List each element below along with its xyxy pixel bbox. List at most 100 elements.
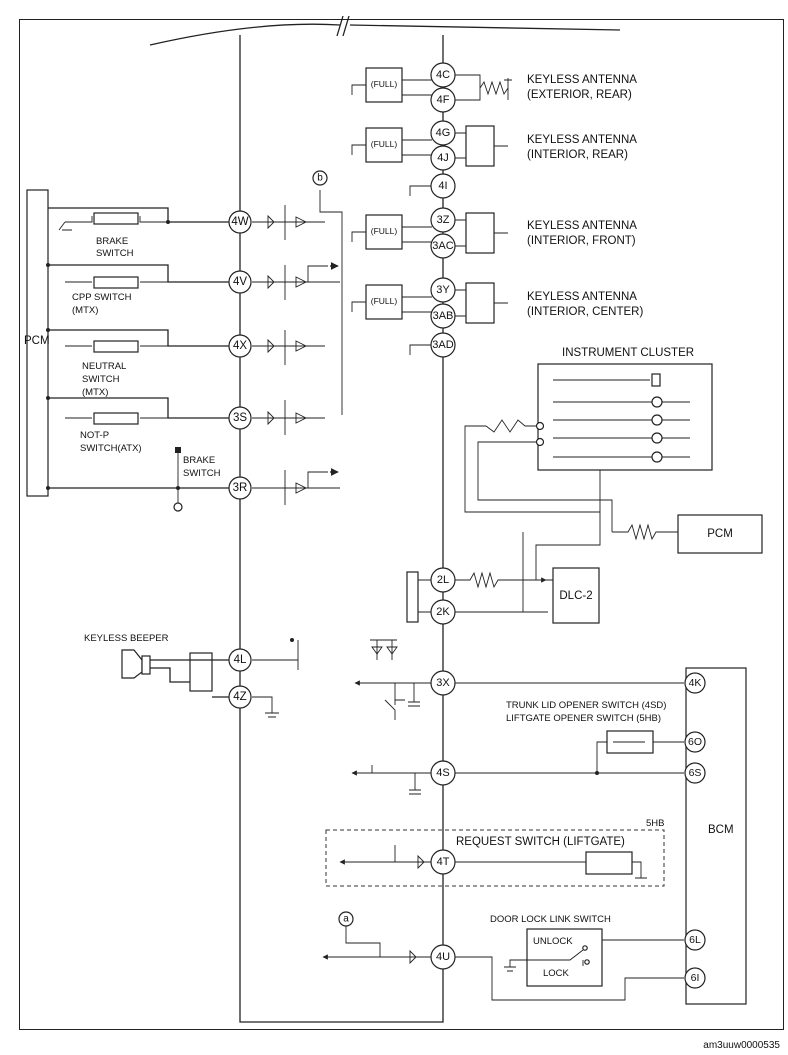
connector-2k-label: 2K — [436, 606, 450, 618]
cpp-switch-label-2: (MTX) — [72, 305, 98, 316]
instrument-cluster: INSTRUMENT CLUSTER — [535, 347, 713, 471]
antenna-interior-front-label-2: (INTERIOR, FRONT) — [527, 235, 636, 247]
neutral-switch-label-1: NEUTRAL — [82, 361, 126, 372]
brake-switch-2-label-2: SWITCH — [183, 468, 221, 479]
request-switch-5hb-region — [325, 829, 665, 887]
connector-4u-label: 4U — [436, 951, 450, 963]
connector-3x-label: 3X — [436, 677, 450, 689]
connector-4w-label: 4W — [231, 216, 248, 228]
connector-4x-label: 4X — [233, 340, 247, 352]
harness-break-curve-right — [349, 24, 621, 31]
connector-4x-circle — [228, 334, 252, 358]
left-internal-circuits — [252, 190, 343, 505]
bcm-label: BCM — [708, 824, 734, 836]
ref-a-label: a — [343, 914, 349, 925]
connector-4f-circle — [430, 87, 456, 113]
connector-6i-label: 6I — [691, 972, 700, 984]
antenna-exterior-rear-label-2: (EXTERIOR, REAR) — [527, 89, 632, 101]
antenna-interior-center-label-2: (INTERIOR, CENTER) — [527, 306, 643, 318]
connector-4l-circle — [228, 648, 252, 672]
notp-switch-row: NOT-P SWITCH(ATX) — [46, 396, 229, 454]
connector-4w-circle — [228, 210, 252, 234]
connector-3ad-label: 3AD — [432, 339, 453, 351]
dlc2-label: DLC-2 — [559, 590, 592, 602]
dlc-connector-bracket — [406, 571, 419, 623]
keyless-beeper: KEYLESS BEEPER — [84, 633, 229, 698]
notp-switch-label-2: SWITCH(ATX) — [80, 443, 142, 454]
trunk-switch — [596, 730, 684, 773]
svg-text:(FULL): (FULL) — [371, 296, 398, 306]
connector-4k-label: 4K — [689, 677, 702, 689]
brake-switch-2-row: BRAKE SWITCH — [46, 447, 229, 512]
connector-4i-label: 4I — [438, 180, 447, 192]
notp-switch-label-1: NOT-P — [80, 430, 109, 441]
door-lock-switch-label: DOOR LOCK LINK SWITCH — [490, 914, 611, 925]
ref-b-circle — [312, 170, 328, 186]
connector-4i-circle — [430, 173, 456, 199]
antenna-exterior-rear: (FULL) — [351, 67, 512, 103]
brake-switch-symbol — [93, 212, 139, 225]
connector-3ab-circle — [430, 303, 456, 329]
bcm-box — [685, 667, 747, 1005]
dlc-stub-wires — [418, 579, 432, 613]
antenna-interior-rear: (FULL) — [351, 125, 508, 196]
neutral-switch-label-3: (MTX) — [82, 387, 108, 398]
connector-6o-circle — [684, 731, 706, 753]
connector-3x-circle — [430, 670, 456, 696]
keyless-beeper-label: KEYLESS BEEPER — [84, 633, 169, 644]
lock-label: LOCK — [543, 968, 570, 979]
connector-6l-label: 6L — [689, 934, 701, 946]
connector-2l-circle — [430, 567, 456, 593]
notp-switch-symbol — [93, 412, 139, 425]
connector-2l-label: 2L — [437, 574, 449, 586]
brake-switch-label-1: BRAKE — [96, 236, 128, 247]
connector-6i-circle — [684, 967, 706, 989]
brake-switch-label-2: SWITCH — [96, 248, 134, 259]
harness-trunk — [239, 35, 444, 1023]
connector-6s-circle — [684, 762, 706, 784]
connector-4t-label: 4T — [437, 856, 450, 868]
antenna-interior-center-label-1: KEYLESS ANTENNA — [527, 291, 637, 303]
beeper-circuit — [252, 638, 299, 718]
antenna-interior-center: (FULL) — [351, 282, 508, 355]
connector-6s-label: 6S — [689, 767, 702, 779]
can-wiring — [455, 419, 678, 613]
pcm-right-label: PCM — [707, 528, 733, 540]
diagram-frame — [19, 19, 784, 1030]
door-lock-switch: UNLOCK LOCK — [504, 928, 684, 987]
connector-3ad-circle — [430, 332, 456, 358]
connector-4c-circle — [430, 62, 456, 88]
connector-3z-circle — [430, 207, 456, 233]
connector-4t-circle — [430, 849, 456, 875]
request-switch-label: REQUEST SWITCH (LIFTGATE) — [456, 836, 625, 848]
connector-4v-label: 4V — [233, 276, 247, 288]
svg-text:(FULL): (FULL) — [371, 79, 398, 89]
dlc2-box — [552, 567, 600, 624]
svg-text:(FULL): (FULL) — [371, 226, 398, 236]
row-4s — [351, 765, 684, 795]
connector-4g-circle — [430, 120, 456, 146]
connector-4z-circle — [228, 685, 252, 709]
antenna-interior-front-label-1: KEYLESS ANTENNA — [527, 220, 637, 232]
antenna-interior-front: (FULL) — [351, 212, 508, 254]
connector-6o-label: 6O — [688, 736, 702, 748]
connector-4k-circle — [684, 672, 706, 694]
brake-switch-2-label-1: BRAKE — [183, 455, 215, 466]
neutral-switch-row: NEUTRAL SWITCH (MTX) — [46, 328, 229, 398]
row-4t — [339, 845, 647, 879]
footer-code: am3uuw0000535 — [703, 1040, 780, 1051]
unlock-label: UNLOCK — [533, 936, 573, 947]
connector-4u-circle — [430, 944, 456, 970]
neutral-switch-symbol — [93, 340, 139, 353]
connector-4l-label: 4L — [234, 654, 247, 666]
connector-3z-label: 3Z — [437, 214, 450, 226]
connector-3s-circle — [228, 406, 252, 430]
instrument-cluster-label: INSTRUMENT CLUSTER — [562, 347, 694, 359]
connector-6l-circle — [684, 929, 706, 951]
connector-3y-label: 3Y — [436, 284, 450, 296]
connector-3r-label: 3R — [233, 482, 248, 494]
connector-4j-circle — [430, 145, 456, 171]
connector-3ac-label: 3AC — [432, 240, 453, 252]
connector-4c-label: 4C — [436, 69, 450, 81]
